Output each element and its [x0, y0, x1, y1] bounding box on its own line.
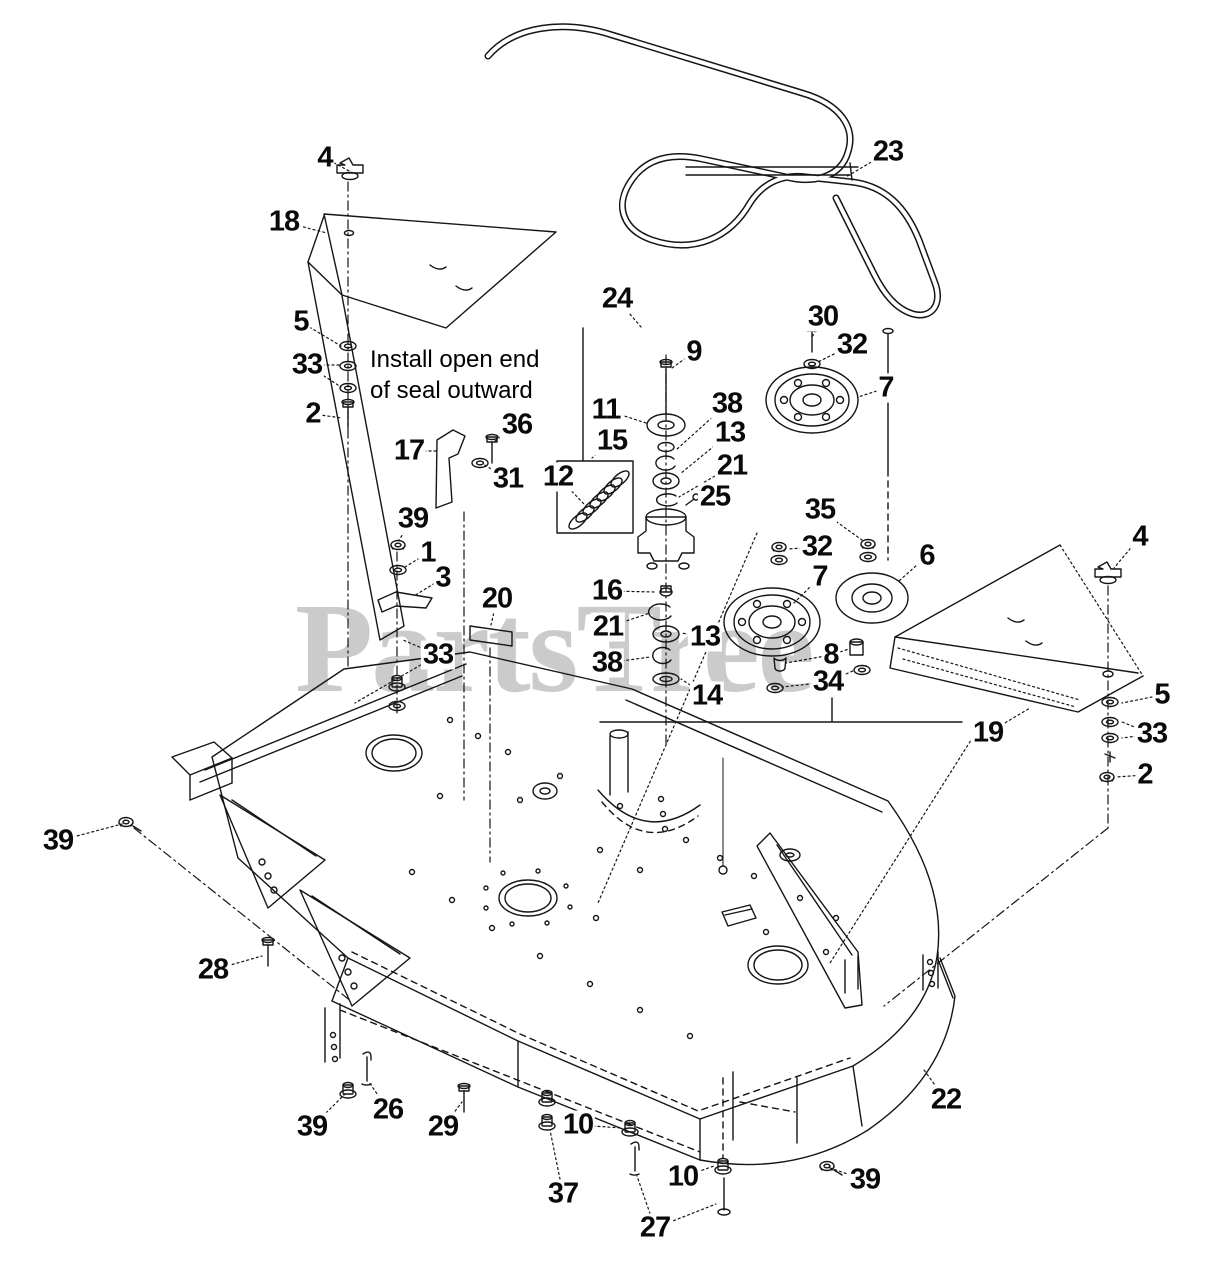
part-callout-4-38: 4 [1130, 520, 1150, 553]
part-callout-2-41: 2 [1135, 758, 1155, 791]
part-callout-8-35: 8 [821, 638, 841, 671]
part-callout-17-18: 17 [391, 434, 427, 467]
spindle-assembly-drawing [556, 327, 894, 875]
part-callout-36-19: 36 [499, 408, 535, 441]
wing-knob-icon [336, 157, 364, 181]
part-callout-22-52: 22 [928, 1083, 964, 1116]
part-callout-37-48: 37 [545, 1177, 581, 1210]
assembly-note-line2: of seal outward [370, 377, 533, 404]
part-callout-39-51: 39 [847, 1163, 883, 1196]
part-callout-26-45: 26 [370, 1093, 406, 1126]
part-callout-5-39: 5 [1152, 678, 1172, 711]
part-callout-9-7: 9 [684, 335, 704, 368]
part-callout-30-8: 30 [805, 300, 841, 333]
part-callout-21-27: 21 [590, 610, 626, 643]
left-deflector-drawing [307, 213, 557, 641]
part-callout-1-22: 1 [418, 536, 438, 569]
carriage-bolt-icon [261, 936, 275, 967]
part-callout-39-44: 39 [294, 1110, 330, 1143]
part-callout-2-4: 2 [303, 397, 323, 430]
part-callout-3-23: 3 [433, 561, 453, 594]
part-callout-28-43: 28 [195, 953, 231, 986]
drive-belt-drawing [484, 23, 941, 319]
part-callout-33-25: 33 [420, 638, 456, 671]
part-callout-7-10: 7 [876, 371, 896, 404]
watermark: PartsTree [295, 577, 814, 719]
seal-spring-drawing [568, 470, 630, 530]
deck-gussets-drawing [219, 794, 411, 1063]
part-callout-35-31: 35 [802, 493, 838, 526]
part-callout-14-30: 14 [689, 679, 725, 712]
part-callout-25-16: 25 [697, 480, 733, 513]
idler-bracket-drawing [435, 429, 466, 509]
part-callout-19-37: 19 [970, 716, 1006, 749]
deck-shell-drawing [171, 651, 963, 1166]
part-callout-32-9: 32 [834, 328, 870, 361]
part-callout-18-1: 18 [266, 205, 302, 238]
part-callout-31-20: 31 [490, 462, 526, 495]
cover-plate-drawing [469, 625, 513, 647]
part-callout-4-0: 4 [315, 141, 335, 174]
part-callout-38-13: 38 [709, 387, 745, 420]
part-callout-13-14: 13 [712, 416, 748, 449]
right-deflector-drawing [889, 544, 1144, 713]
part-callout-39-42: 39 [40, 824, 76, 857]
part-callout-20-24: 20 [479, 582, 515, 615]
part-callout-7-34: 7 [810, 560, 830, 593]
clutch-pulley-lower-drawing [723, 587, 821, 657]
part-callout-6-33: 6 [917, 539, 937, 572]
part-callout-15-12: 15 [594, 424, 630, 457]
part-callout-32-32: 32 [799, 530, 835, 563]
part-callout-10-49: 10 [665, 1160, 701, 1193]
idler-pulley-drawing [835, 572, 909, 624]
part-callout-27-50: 27 [637, 1211, 673, 1244]
part-callout-23-5: 23 [870, 135, 906, 168]
part-callout-11-11: 11 [589, 393, 623, 426]
part-callout-10-47: 10 [560, 1108, 596, 1141]
part-callout-12-17: 12 [540, 460, 576, 493]
blade-stop-drawing [377, 591, 433, 613]
part-callout-33-40: 33 [1134, 717, 1170, 750]
part-callout-13-28: 13 [687, 620, 723, 653]
part-callout-21-15: 21 [714, 449, 750, 482]
part-callout-38-29: 38 [589, 646, 625, 679]
part-callout-24-6: 24 [599, 282, 635, 315]
assembly-note: Install open end of seal outward [370, 344, 539, 406]
hardware-glyphs [118, 157, 1122, 1216]
pulleys-drawing [723, 325, 909, 657]
part-callout-5-2: 5 [291, 305, 311, 338]
assembly-note-line1: Install open end [370, 346, 540, 373]
part-callout-39-21: 39 [395, 502, 431, 535]
part-callout-16-26: 16 [589, 574, 625, 607]
reference-lines [133, 532, 1109, 1007]
part-callout-29-46: 29 [425, 1110, 461, 1143]
part-callout-33-3: 33 [289, 348, 325, 381]
part-callout-34-36: 34 [810, 665, 846, 698]
